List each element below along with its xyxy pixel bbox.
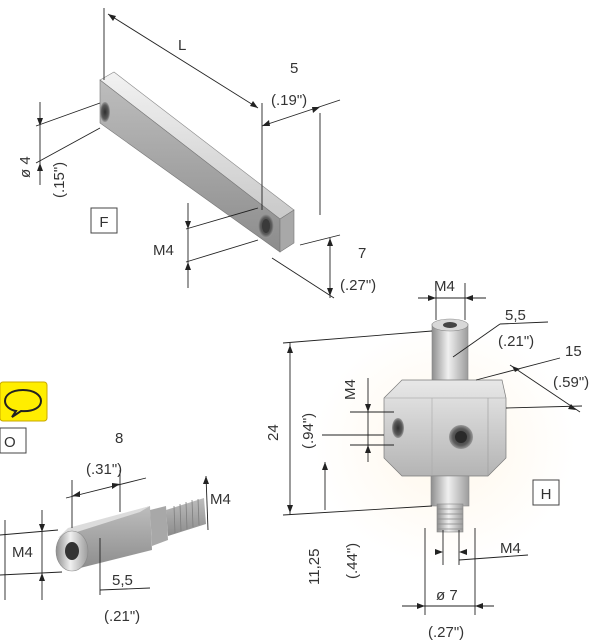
part-o-image bbox=[55, 498, 206, 572]
part-o-hex-in: (.21") bbox=[104, 608, 140, 625]
part-h-total-height-mm: 24 bbox=[265, 424, 282, 441]
part-h-lower-height-mm: 11,25 bbox=[306, 549, 323, 585]
part-f-height-in: (.27") bbox=[340, 277, 376, 294]
part-h-side-thread: M4 bbox=[342, 379, 359, 400]
part-h-hex-mm: 5,5 bbox=[505, 307, 526, 324]
part-f-bar-image bbox=[99, 71, 295, 253]
part-h-top-thread: M4 bbox=[434, 278, 455, 295]
part-f-length-label: L bbox=[178, 37, 186, 54]
part-o-length-in: (.31") bbox=[86, 461, 122, 478]
part-h-bottom-dia-in: (.27") bbox=[428, 624, 464, 641]
part-h-lower-height-in: (.44") bbox=[344, 543, 361, 579]
part-f-width-in: (.19") bbox=[271, 92, 307, 109]
part-f-letter-box bbox=[90, 207, 118, 234]
part-o-thread-end: M4 bbox=[210, 491, 231, 508]
part-h-dimension-lines bbox=[282, 283, 583, 615]
part-f-hole-dia-in: (.15") bbox=[51, 162, 68, 198]
part-h-letter-box bbox=[532, 479, 560, 506]
part-o-letter-box bbox=[0, 427, 27, 454]
part-f-dimension-lines bbox=[35, 8, 341, 299]
part-h-image bbox=[315, 318, 575, 565]
part-h: H M4 5,5 (.21") 15 (.59") M4 24 (.94") 1… bbox=[265, 278, 589, 641]
part-h-bottom-dia-mm: ø 7 bbox=[436, 587, 458, 604]
part-o: O bbox=[0, 381, 231, 625]
speech-bubble-icon bbox=[0, 381, 48, 422]
part-o-thread-bore: M4 bbox=[12, 544, 33, 561]
part-f-letter: F bbox=[99, 214, 108, 231]
part-o-hex-mm: 5,5 bbox=[112, 572, 133, 589]
part-f-height-mm: 7 bbox=[358, 245, 366, 262]
part-f-hole-dia-mm: ø 4 bbox=[17, 156, 34, 178]
part-f-thread: M4 bbox=[153, 242, 174, 259]
part-o-letter: O bbox=[4, 434, 16, 451]
part-h-bottom-thread: M4 bbox=[500, 540, 521, 557]
comment-icon[interactable] bbox=[0, 381, 48, 422]
part-f-width-mm: 5 bbox=[290, 60, 298, 77]
part-h-block-mm: 15 bbox=[565, 343, 582, 360]
part-h-block-in: (.59") bbox=[553, 374, 589, 391]
part-h-total-height-in: (.94") bbox=[300, 413, 317, 449]
part-o-dimension-lines bbox=[0, 470, 209, 600]
part-o-length-mm: 8 bbox=[115, 430, 123, 447]
part-h-letter: H bbox=[541, 486, 552, 503]
part-f: F L 5 (.19") ø 4 (.15") M4 7 (.27") bbox=[17, 8, 376, 299]
part-h-hex-in: (.21") bbox=[498, 333, 534, 350]
